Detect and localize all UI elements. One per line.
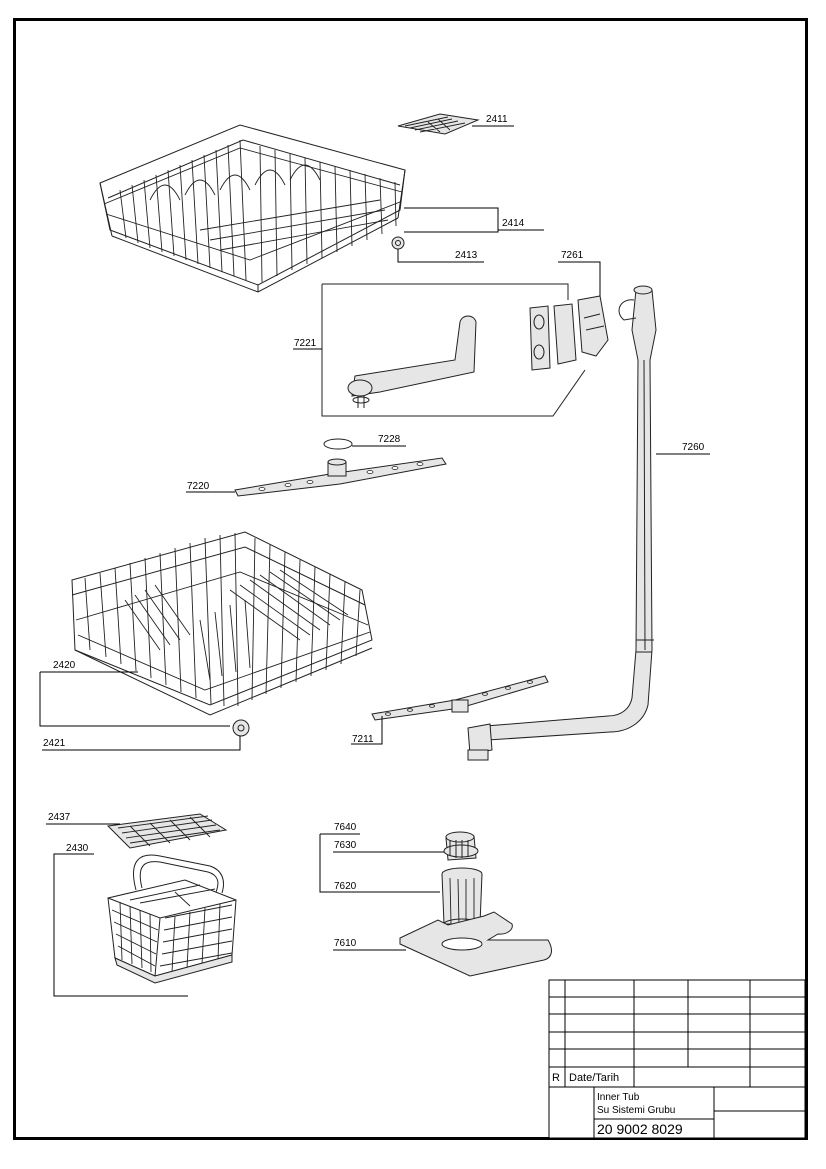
- label-2420: 2420: [53, 660, 76, 671]
- lower-basket-drawing: [71, 531, 373, 716]
- part-2421-drawing: [232, 719, 250, 737]
- label-7220: 7220: [187, 481, 210, 492]
- title-line-2: Su Sistemi Grubu: [597, 1105, 675, 1116]
- label-7261: 7261: [561, 250, 584, 261]
- label-2421: 2421: [43, 738, 66, 749]
- label-2437: 2437: [48, 812, 71, 823]
- part-7211-drawing: [371, 675, 549, 721]
- label-7620: 7620: [334, 881, 357, 892]
- part-7260-drawing: [467, 285, 657, 761]
- label-7221: 7221: [294, 338, 317, 349]
- drawing-number: 20 9002 8029: [597, 1121, 683, 1137]
- part-7630-drawing: [443, 831, 479, 861]
- label-7260: 7260: [682, 442, 705, 453]
- leader-lines: [39, 125, 710, 997]
- label-2411: 2411: [486, 114, 508, 125]
- label-7630: 7630: [334, 840, 357, 851]
- part-labels: 2411 2414 2413 7261 7221 7228 7260 7220 …: [43, 114, 705, 949]
- label-7640: 7640: [334, 822, 357, 833]
- revision-mark: R: [552, 1072, 560, 1084]
- part-2413-drawing: [391, 236, 405, 250]
- drawing-frame: [13, 18, 808, 1140]
- label-7610: 7610: [334, 938, 357, 949]
- part-7620-drawing: [441, 867, 483, 930]
- label-2413: 2413: [455, 250, 478, 261]
- part-2411-drawing: [397, 113, 480, 135]
- title-line-1: Inner Tub: [597, 1092, 640, 1103]
- part-7220-drawing: [234, 457, 447, 497]
- label-2430: 2430: [66, 843, 89, 854]
- label-7211: 7211: [352, 734, 374, 745]
- part-2430-drawing: [107, 854, 237, 984]
- date-label: Date/Tarih: [569, 1072, 619, 1084]
- part-2437-drawing: [106, 813, 228, 849]
- upper-basket-drawing: [99, 124, 406, 293]
- part-7228-drawing: [323, 438, 353, 450]
- part-7221-drawing: [321, 283, 609, 417]
- label-2414: 2414: [502, 218, 525, 229]
- part-7610-drawing: [399, 911, 552, 977]
- title-block: R Date/Tarih Inner Tub Su Sistemi Grubu …: [548, 979, 806, 1139]
- label-7228: 7228: [378, 434, 401, 445]
